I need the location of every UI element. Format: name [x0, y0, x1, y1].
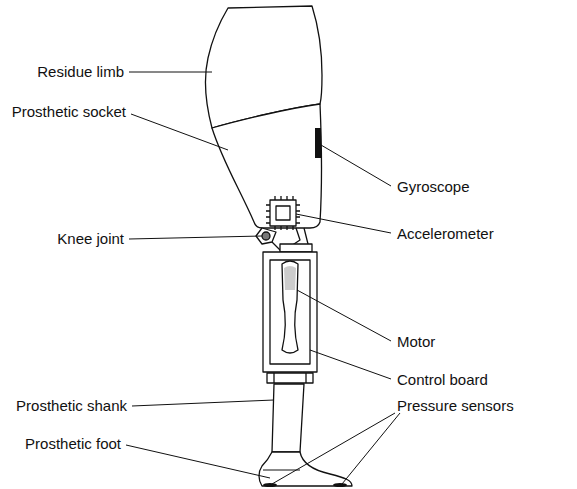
part-label: Prosthetic shank — [16, 397, 127, 415]
pressure-sensor — [263, 483, 277, 487]
part-label: Knee joint — [57, 230, 124, 248]
control-board — [270, 260, 310, 364]
part-label: Pressure sensors — [397, 397, 514, 415]
pressure-sensor — [333, 483, 347, 487]
part-label: Motor — [397, 333, 435, 351]
part-label: Prosthetic socket — [12, 103, 126, 121]
prosthetic-shank — [272, 384, 304, 452]
part-label: Control board — [397, 371, 488, 389]
accelerometer-chip — [266, 196, 300, 230]
leader-lines — [126, 72, 400, 484]
motor-housing — [263, 252, 317, 372]
prosthetic-socket — [212, 104, 322, 228]
part-label: Accelerometer — [397, 225, 494, 243]
motor — [282, 261, 298, 353]
prosthetic-foot — [259, 452, 352, 486]
part-label: Residue limb — [37, 63, 124, 81]
part-label: Prosthetic foot — [25, 435, 121, 453]
gyroscope-sensor — [315, 128, 321, 158]
shank-adapter — [267, 373, 313, 383]
knee-joint — [256, 228, 312, 252]
part-label: Gyroscope — [397, 178, 470, 196]
